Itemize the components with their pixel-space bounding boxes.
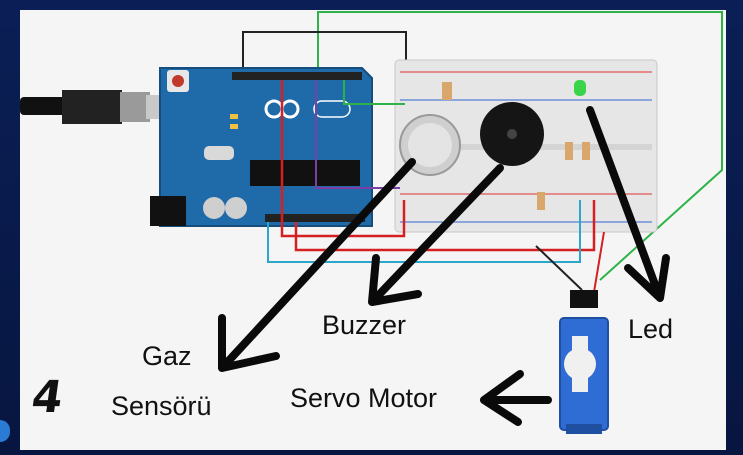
- cyan-wire: [267, 200, 581, 263]
- green-wire-top: [317, 11, 723, 281]
- resistors: [442, 82, 590, 210]
- gas-sensor-label-line2: Sensörü: [111, 391, 212, 421]
- arrow-led: [586, 106, 670, 302]
- usb-cable: [20, 90, 168, 124]
- black-wire-top: [242, 31, 407, 72]
- arrow-buzzer: [368, 164, 504, 306]
- arrow-servo: [480, 370, 552, 426]
- arrow-gas-sensor: [218, 158, 416, 372]
- red-wire-2: [294, 200, 596, 252]
- led-component: [574, 80, 586, 96]
- black-wire-servo: [535, 245, 583, 291]
- corner-accent: [0, 420, 10, 442]
- buzzer-component: [480, 102, 544, 166]
- gas-sensor-label-line1: Gaz: [142, 341, 192, 371]
- servo-motor-label: Servo Motor: [290, 383, 438, 413]
- green-wire-led: [343, 80, 405, 105]
- servo-motor: [559, 290, 609, 434]
- red-wire-servo: [593, 231, 605, 293]
- led-label: Led: [628, 314, 674, 344]
- buzzer-label: Buzzer: [322, 310, 407, 340]
- purple-wire: [315, 80, 400, 189]
- arduino-board: [150, 67, 373, 227]
